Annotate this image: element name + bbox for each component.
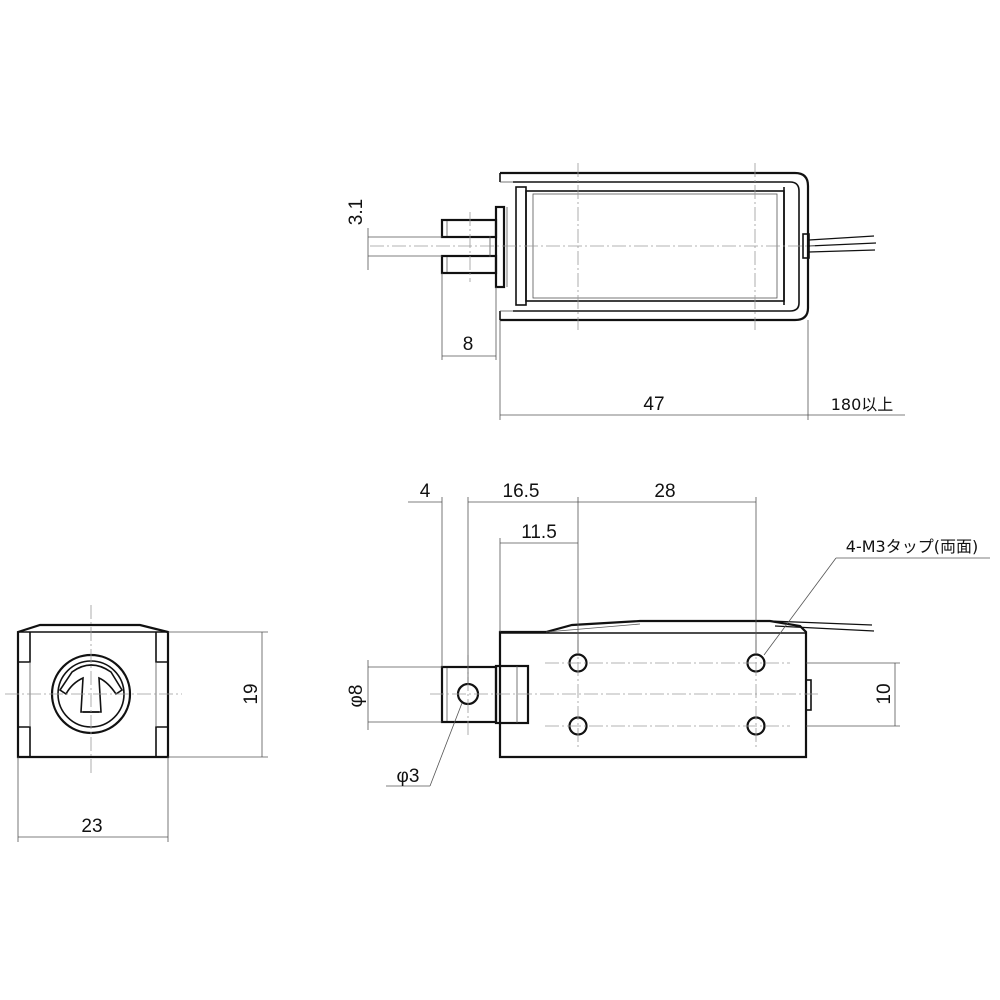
dim-offset-16-5-label: 16.5 — [503, 481, 540, 502]
top-plunger-fork-lower — [440, 254, 498, 275]
dim-width-label: 23 — [81, 816, 102, 837]
dim-pitch-label: 3.1 — [346, 199, 367, 225]
end-body-outline — [16, 623, 170, 759]
dim-stroke-label: 8 — [463, 334, 474, 355]
front-body-outline — [498, 619, 808, 759]
front-view: 4 16.5 28 11.5 4-M3タップ(両面) φ8 φ3 10 — [346, 481, 990, 787]
dim-pitch-28-label: 28 — [654, 481, 675, 502]
dim-hole-dia-label: φ3 — [397, 766, 420, 787]
top-frame-outline — [500, 171, 810, 322]
top-plunger-fork-upper — [440, 218, 498, 239]
tap-note-label: 4-M3タップ(両面) — [846, 537, 978, 556]
end-view: 19 23 — [5, 605, 268, 842]
top-frame-inner — [513, 181, 800, 312]
dim-height-label: 19 — [241, 683, 262, 704]
dim-lead-length-label: 180以上 — [831, 395, 894, 414]
top-view: 3.1 8 47 180以上 — [346, 163, 905, 420]
top-front-plate — [494, 205, 506, 289]
dim-offset-4-label: 4 — [420, 481, 431, 502]
dim-offset-11-5-label: 11.5 — [521, 522, 557, 543]
end-plunger-slot — [58, 664, 124, 713]
dim-hole-spacing-label: 10 — [874, 683, 895, 704]
dim-plunger-dia-label: φ8 — [346, 685, 367, 708]
dim-body-length-label: 47 — [643, 394, 664, 415]
top-lead-wires — [808, 235, 877, 253]
front-plunger — [440, 665, 498, 724]
